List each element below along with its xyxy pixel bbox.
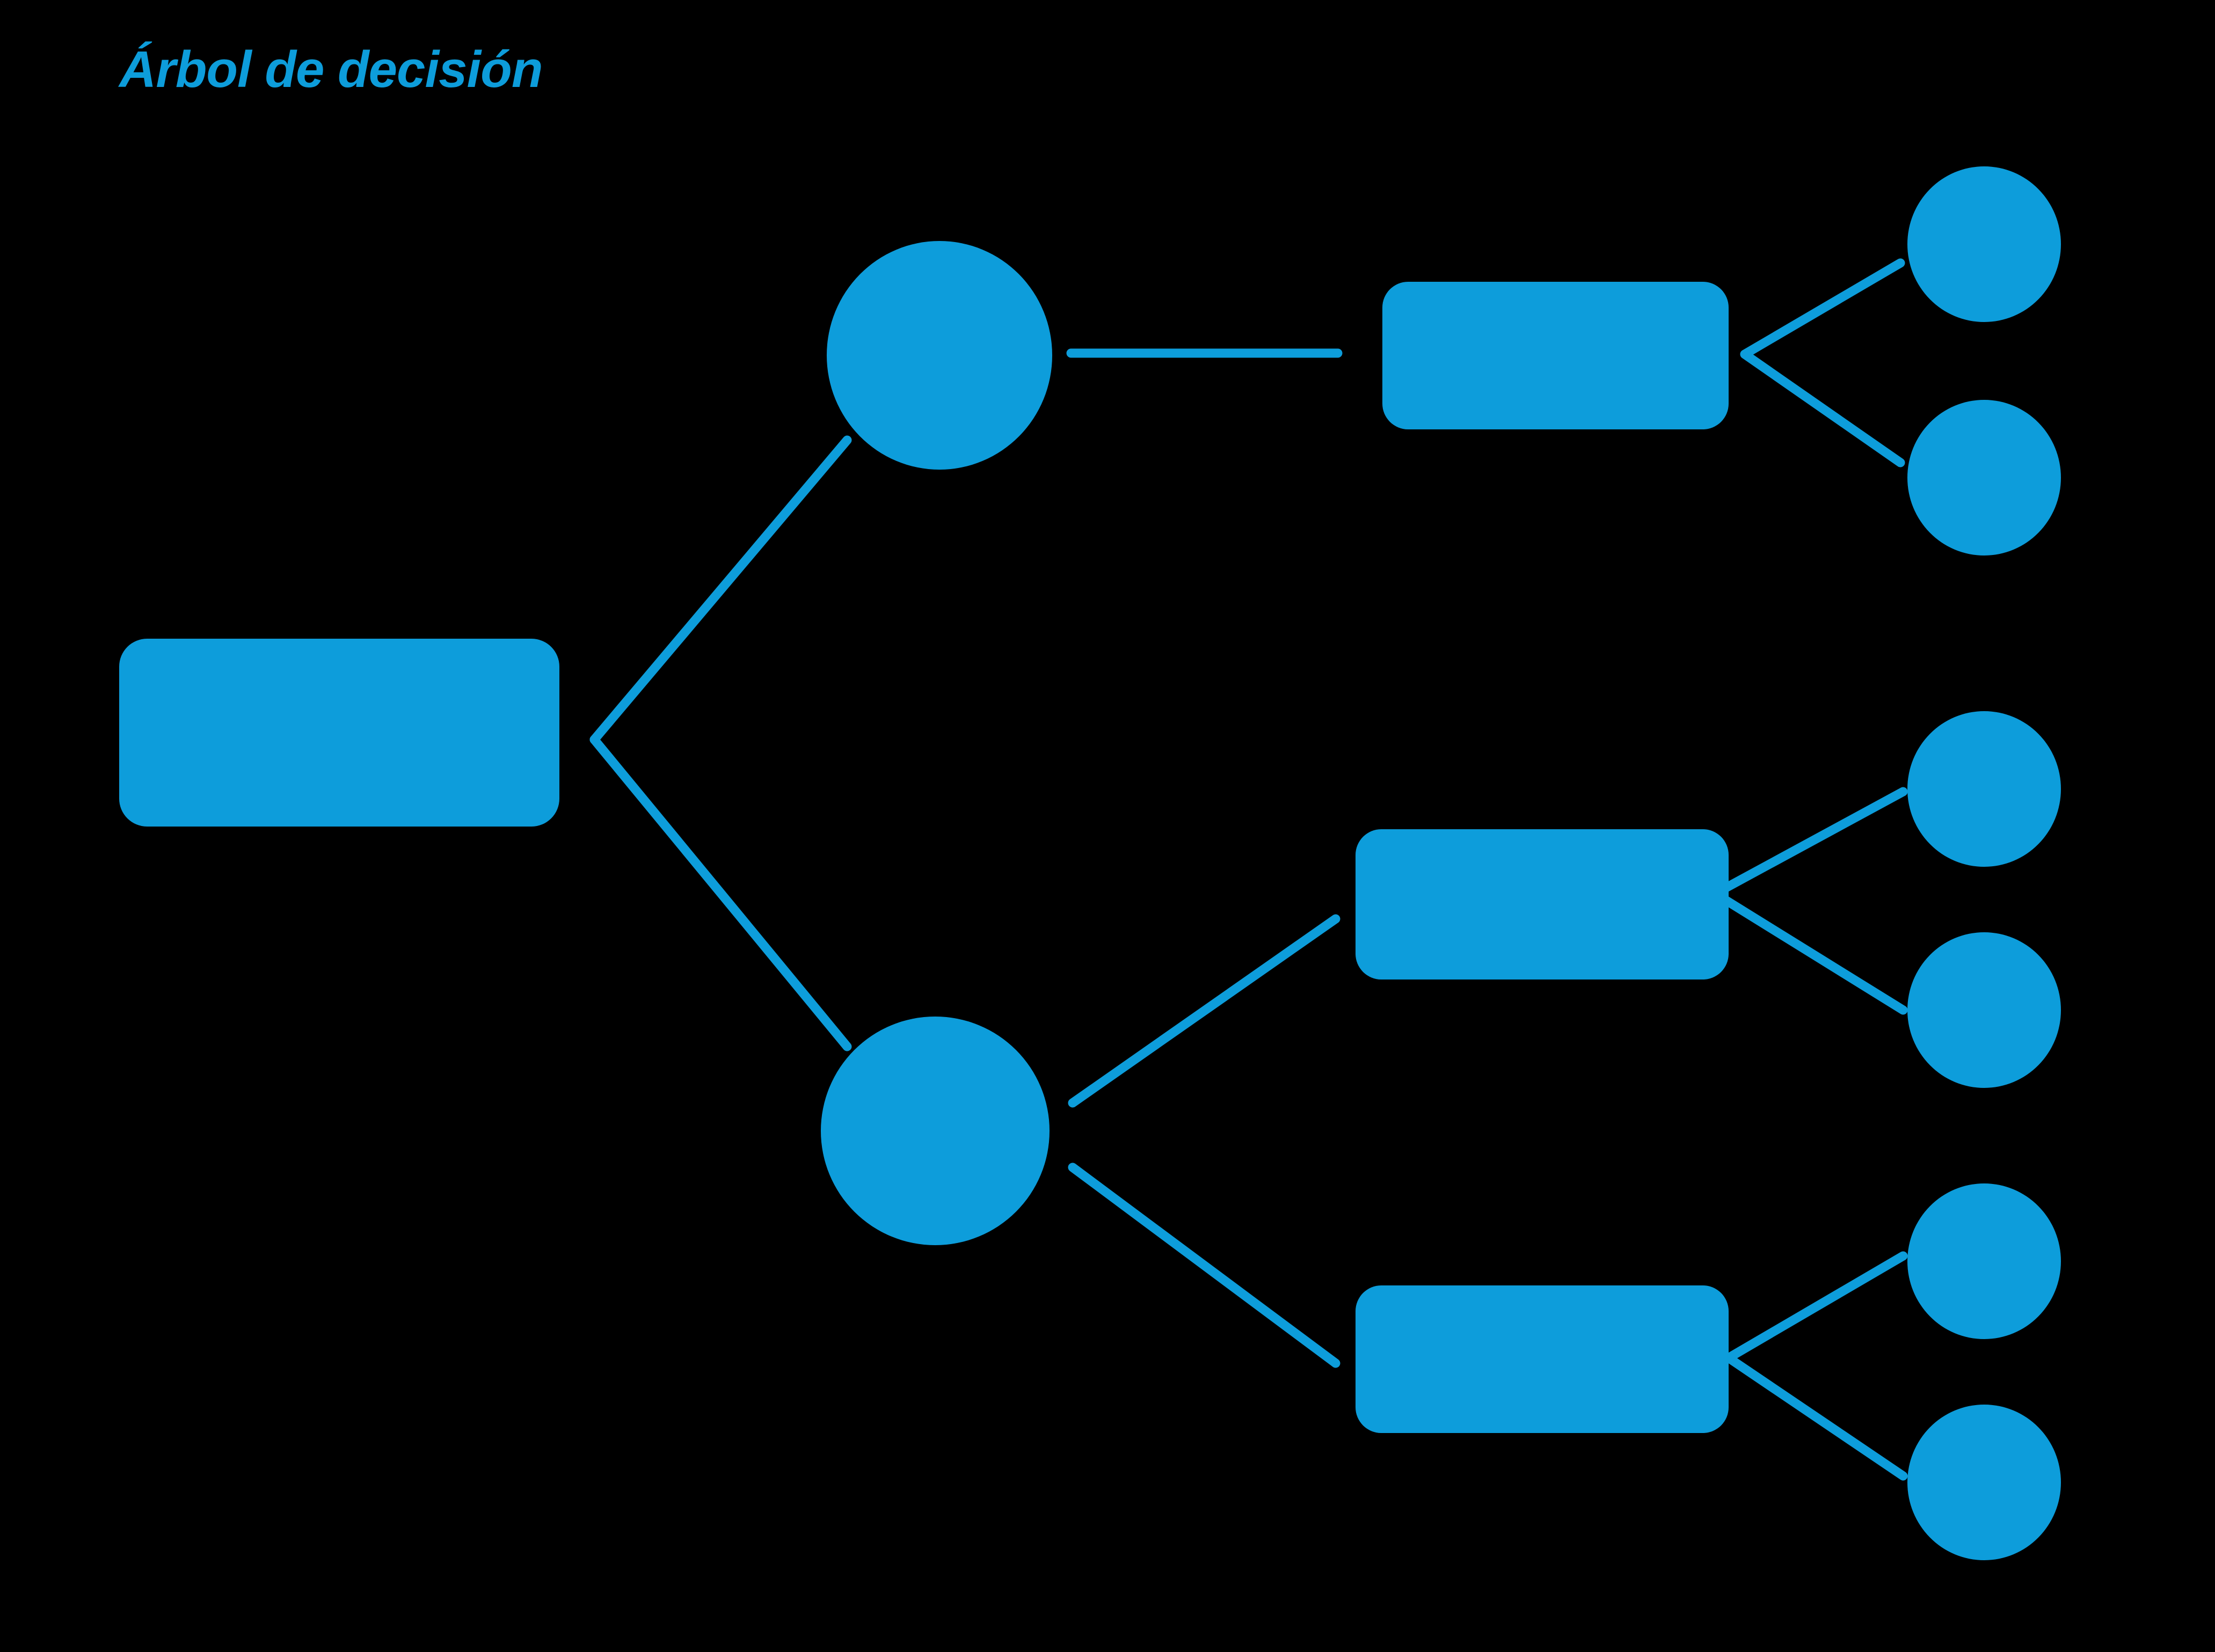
connector-root-to-branch-top xyxy=(589,435,852,744)
tree-node-node-middle[interactable] xyxy=(1356,829,1729,979)
connector-branch-bottom-to-node-middle xyxy=(1068,914,1340,1108)
tree-node-leaf-6[interactable] xyxy=(1907,1405,2061,1560)
tree-node-node-bottom[interactable] xyxy=(1356,1285,1729,1433)
connector-layer xyxy=(589,258,1908,1481)
node-layer xyxy=(119,166,2061,1560)
tree-node-leaf-3[interactable] xyxy=(1907,711,2061,867)
connector-node-middle-to-leaf-3 xyxy=(1710,787,1908,898)
connector-node-bottom-to-leaf-6 xyxy=(1724,1353,1908,1481)
tree-node-leaf-5[interactable] xyxy=(1907,1183,2061,1339)
connector-root-to-branch-bottom xyxy=(589,735,852,1051)
tree-node-root[interactable] xyxy=(119,639,559,827)
page-title: Árbol de decisión xyxy=(119,41,543,98)
connector-node-top-to-leaf-2 xyxy=(1740,349,1905,467)
tree-node-branch-top[interactable] xyxy=(827,241,1052,470)
tree-node-branch-bottom[interactable] xyxy=(821,1017,1050,1245)
tree-node-leaf-4[interactable] xyxy=(1907,932,2061,1088)
tree-node-node-top[interactable] xyxy=(1382,282,1729,429)
connector-node-middle-to-leaf-4 xyxy=(1710,889,1908,1015)
tree-node-leaf-2[interactable] xyxy=(1907,400,2061,555)
connector-branch-bottom-to-node-bottom xyxy=(1068,1163,1340,1368)
connector-node-bottom-to-leaf-5 xyxy=(1724,1251,1908,1363)
connector-node-top-to-leaf-1 xyxy=(1740,258,1905,359)
tree-node-leaf-1[interactable] xyxy=(1907,166,2061,322)
